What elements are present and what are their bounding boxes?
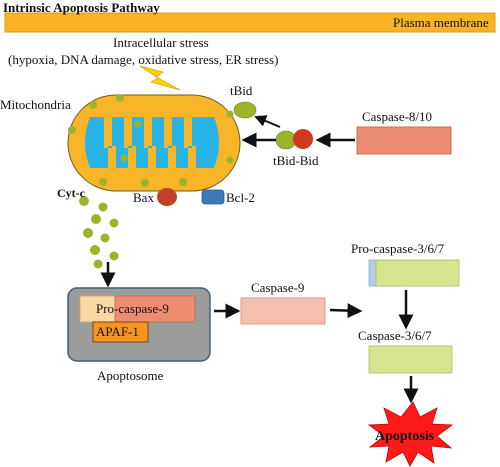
caspase9-label: Caspase-9 <box>251 280 305 295</box>
arrow-caspase9-to-caspase367 <box>329 303 363 319</box>
lightning-icon <box>139 65 181 91</box>
caspase367-box <box>368 345 453 374</box>
procaspase367-green <box>375 259 460 287</box>
bcl2-shape <box>201 189 225 205</box>
apaf1-box <box>92 321 149 343</box>
plasma-membrane-label: Plasma membrane <box>393 15 489 30</box>
plasma-membrane-bar <box>4 12 496 33</box>
mitochondria-surface-dots <box>68 94 234 187</box>
stress-detail: (hypoxia, DNA damage, oxidative stress, … <box>8 52 279 67</box>
bax-shape <box>157 188 177 206</box>
tbid-bid-complex <box>275 129 313 150</box>
caspase-8-10-label: Caspase-8/10 <box>362 109 433 124</box>
procaspase9-label: Pro-caspase-9 <box>96 301 169 316</box>
mitochondrion-cristae <box>85 117 219 168</box>
tbid-label: tBid <box>230 83 253 98</box>
mitochondrion <box>67 94 241 192</box>
procaspase367-label: Pro-caspase-3/6/7 <box>351 241 445 256</box>
tbid-shape <box>233 101 257 119</box>
tbid-bid-label: tBid-Bid <box>273 153 319 168</box>
apaf1-label: APAF-1 <box>96 324 139 339</box>
apoptosis-burst-icon <box>367 401 454 467</box>
procaspase9-front <box>114 295 196 323</box>
arrow-tbidbid-to-tbid <box>254 115 281 128</box>
cytc-dots <box>79 196 119 269</box>
caspase367-label: Caspase-3/6/7 <box>358 328 432 343</box>
apoptosome-label: Apoptosome <box>97 368 164 383</box>
bax-label: Bax <box>133 190 154 205</box>
caspase-8-10-box <box>356 126 452 155</box>
bcl2-label: Bcl-2 <box>226 190 255 205</box>
apoptosis-label: Apoptosis <box>375 429 435 444</box>
caspase9-box <box>240 297 326 325</box>
diagram-title: Intrinsic Apoptosis Pathway <box>3 0 160 15</box>
mitochondria-label: Mitochondria <box>0 97 71 112</box>
stress-heading: Intracellular stress <box>113 35 209 50</box>
cytc-label: Cyt-c <box>57 186 85 200</box>
